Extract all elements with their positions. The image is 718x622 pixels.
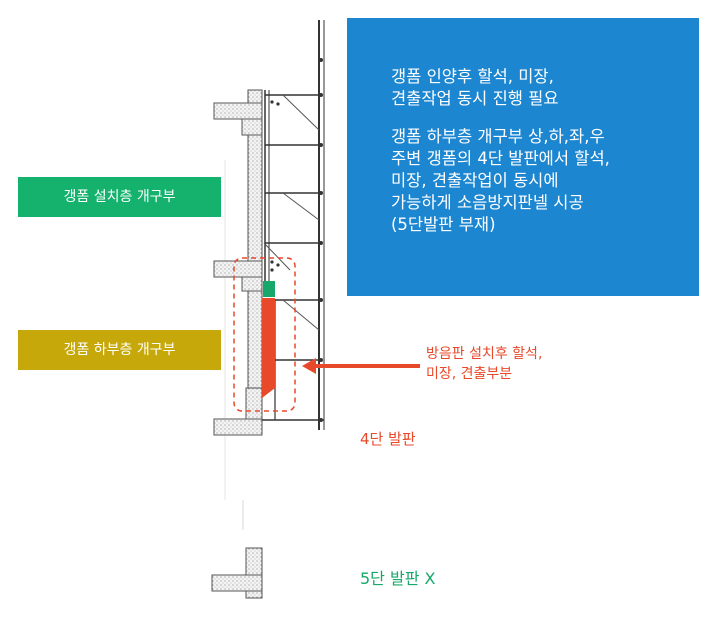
noise-barrier-panel-red bbox=[262, 298, 275, 388]
info-line: 견출작업 동시 진행 필요 bbox=[391, 89, 559, 108]
noise-barrier-callout: 방음판 설치후 할석, 미장, 견출부분 bbox=[426, 344, 542, 384]
install-floor-opening-label: 갱폼 설치층 개구부 bbox=[18, 177, 221, 217]
info-line: 미장, 견출작업이 동시에 bbox=[391, 171, 559, 190]
gang-form-platforms bbox=[262, 94, 324, 421]
callout-line: 미장, 견출부분 bbox=[426, 366, 513, 382]
noise-barrier-panel-tip bbox=[262, 388, 275, 398]
info-paragraph-1: 갱폼 인양후 할석, 미장, 견출작업 동시 진행 필요 bbox=[391, 66, 679, 110]
building-wall bbox=[247, 89, 263, 431]
callout-line: 방음판 설치후 할석, bbox=[426, 346, 543, 362]
info-line: 주변 갱폼의 4단 발판에서 할석, bbox=[391, 149, 610, 168]
floor-slab-middle bbox=[213, 260, 263, 292]
callout-arrow bbox=[302, 358, 420, 374]
lower-floor-opening-label: 갱폼 하부층 개구부 bbox=[18, 330, 221, 370]
fifth-platform-label: 5단 발판 X bbox=[360, 569, 436, 588]
work-description-box: 갱폼 인양후 할석, 미장, 견출작업 동시 진행 필요 갱폼 하부층 개구부 … bbox=[347, 18, 699, 296]
platform-ties bbox=[263, 94, 320, 331]
floor-slab-lower bbox=[213, 387, 263, 436]
frame-bolts bbox=[270, 58, 323, 422]
fourth-platform-label: 4단 발판 bbox=[360, 430, 416, 448]
info-line: 가능하게 소음방지판넬 시공 bbox=[391, 193, 584, 212]
work-area-highlight bbox=[233, 257, 296, 412]
floor-slab-upper bbox=[213, 102, 263, 136]
info-paragraph-2: 갱폼 하부층 개구부 상,하,좌,우 주변 갱폼의 4단 발판에서 할석, 미장… bbox=[391, 126, 679, 236]
info-line: (5단발판 부재) bbox=[391, 215, 496, 234]
floor-slab-bottom bbox=[211, 547, 263, 599]
noise-panel-green bbox=[263, 281, 275, 297]
info-line: 갱폼 하부층 개구부 상,하,좌,우 bbox=[391, 127, 605, 146]
info-line: 갱폼 인양후 할석, 미장, bbox=[391, 67, 554, 86]
